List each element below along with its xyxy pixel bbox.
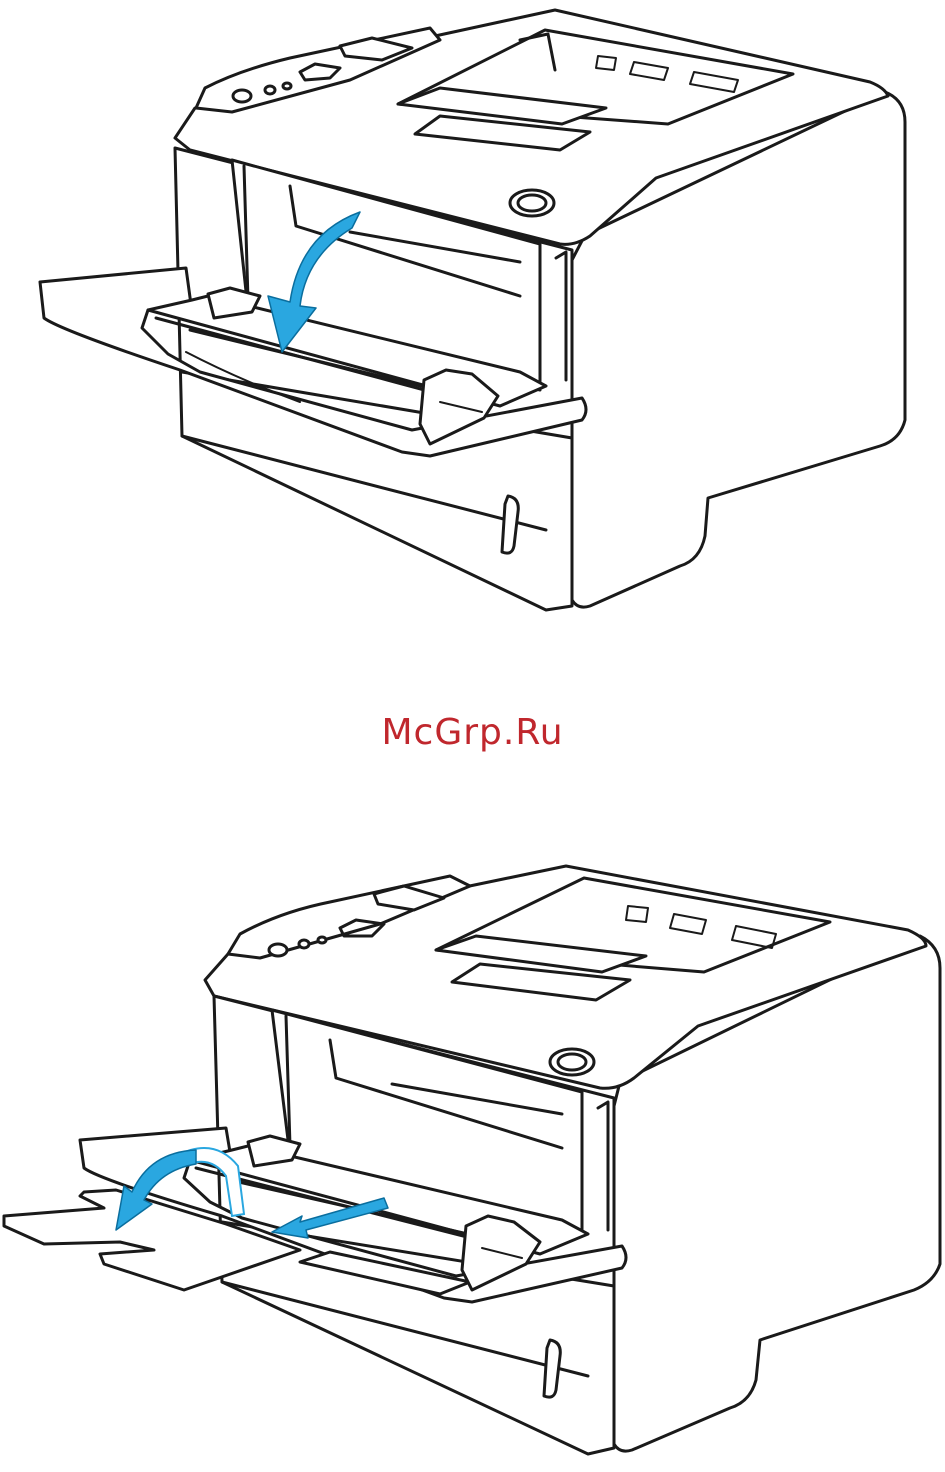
printer-illustration-top — [0, 0, 945, 640]
printer-drawing-bottom — [0, 850, 945, 1472]
watermark-text: McGrp.Ru — [381, 712, 563, 753]
watermark: McGrp.Ru — [0, 712, 945, 753]
printer-illustration-bottom — [0, 850, 945, 1472]
printer-drawing-top — [0, 0, 945, 640]
